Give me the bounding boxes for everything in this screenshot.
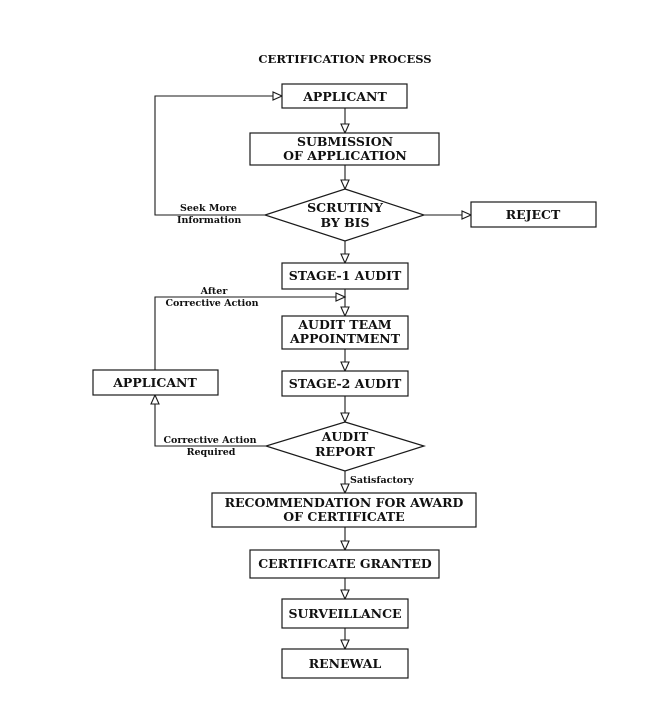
- connectors: [150, 91, 473, 651]
- node-applicant-left: APPLICANT: [92, 369, 219, 396]
- label-after: After: [200, 286, 229, 297]
- node-certificate-granted: CERTIFICATE GRANTED: [249, 549, 440, 579]
- label-seek-more: Seek More: [180, 203, 237, 214]
- node-surveillance: SURVEILLANCE: [281, 598, 409, 629]
- arrowhead: [340, 483, 350, 495]
- arrowhead: [340, 412, 350, 424]
- node-applicant-top: APPLICANT: [281, 83, 408, 109]
- node-label: APPLICANT: [112, 375, 197, 390]
- arrowhead: [340, 179, 350, 191]
- node-label: RECOMMENDATION FOR AWARD: [225, 495, 464, 510]
- arrowhead: [272, 91, 284, 101]
- node-stage1-audit: STAGE-1 AUDIT: [281, 262, 409, 290]
- label-satisfactory: Satisfactory: [350, 475, 414, 486]
- edge-seek-more-info: [154, 95, 273, 216]
- arrowhead: [340, 123, 350, 135]
- arrowhead: [150, 393, 160, 405]
- node-label: CERTIFICATE GRANTED: [258, 556, 432, 571]
- edge-labels: Seek More Information After Corrective A…: [163, 203, 414, 486]
- node-label: AUDIT TEAM: [297, 317, 391, 332]
- node-renewal: RENEWAL: [281, 648, 409, 679]
- node-audit-team-appointment: AUDIT TEAM APPOINTMENT: [281, 315, 409, 350]
- node-label: RENEWAL: [309, 656, 382, 671]
- label-corrective-action: Corrective Action: [165, 298, 258, 309]
- arrowhead: [340, 589, 350, 601]
- node-audit-report-decision: AUDIT REPORT: [263, 421, 427, 472]
- node-label: REPORT: [315, 444, 375, 459]
- label-corrective-action-required: Corrective Action: [163, 435, 256, 446]
- node-label: AUDIT: [321, 429, 369, 444]
- node-label: APPLICANT: [302, 89, 387, 104]
- node-label: OF CERTIFICATE: [283, 509, 404, 524]
- arrowhead: [340, 253, 350, 265]
- arrowhead: [340, 540, 350, 552]
- arrowhead: [461, 210, 473, 220]
- node-label: BY BIS: [320, 215, 369, 230]
- node-recommendation: RECOMMENDATION FOR AWARD OF CERTIFICATE: [211, 492, 477, 528]
- label-information: Information: [177, 215, 241, 226]
- edge-after-corrective: [154, 296, 336, 370]
- node-label: APPOINTMENT: [289, 331, 401, 346]
- node-label: REJECT: [506, 207, 561, 222]
- arrowhead: [340, 639, 350, 651]
- node-label: SURVEILLANCE: [288, 606, 401, 621]
- node-label: STAGE-1 AUDIT: [289, 268, 402, 283]
- arrowhead: [335, 292, 347, 302]
- node-label: STAGE-2 AUDIT: [289, 376, 402, 391]
- arrowhead: [340, 306, 350, 318]
- edge-corrective-required: [154, 404, 266, 447]
- node-scrutiny-decision: SCRUTINY BY BIS: [263, 188, 426, 242]
- node-submission: SUBMISSION OF APPLICATION: [249, 132, 440, 166]
- arrowhead: [340, 361, 350, 373]
- diagram-title: CERTIFICATION PROCESS: [258, 52, 431, 66]
- node-label: SCRUTINY: [307, 200, 384, 215]
- label-required: Required: [187, 447, 236, 458]
- node-reject: REJECT: [470, 201, 597, 228]
- node-stage2-audit: STAGE-2 AUDIT: [281, 370, 409, 397]
- node-label: OF APPLICATION: [283, 148, 407, 163]
- node-label: SUBMISSION: [297, 134, 393, 149]
